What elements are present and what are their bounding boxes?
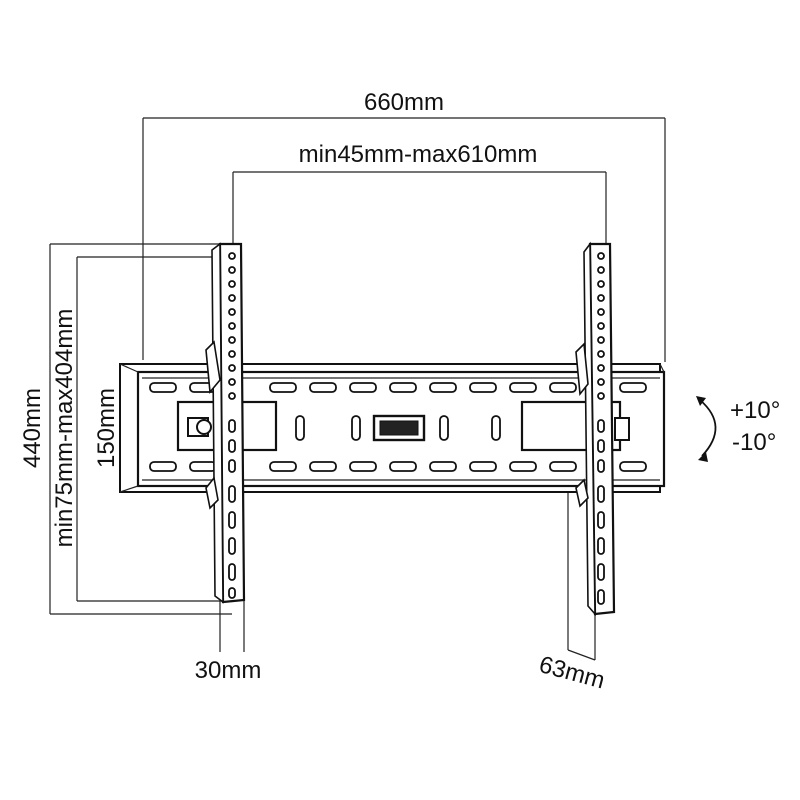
total-height-label: 440mm [19, 388, 46, 468]
depth-label: 63mm [536, 651, 607, 694]
right-lock-knob [614, 417, 630, 441]
arm-width-label: 30mm [195, 657, 262, 684]
top-slot-row [149, 382, 647, 393]
tilt-down-label: -10° [732, 429, 776, 456]
right-mounting-arm [575, 241, 616, 617]
arm-spacing-label: min45mm-max610mm [299, 141, 538, 168]
left-mounting-arm [205, 242, 246, 604]
plate-height-label: 150mm [93, 388, 120, 468]
tilt-arrow-icon [696, 396, 717, 462]
tilt-up-label: +10° [730, 397, 780, 424]
total-width-label: 660mm [364, 89, 444, 116]
arm-hole-range-label: min75mm-max404mm [51, 309, 78, 548]
bottom-slot-row [149, 461, 647, 472]
left-lock-knob [187, 417, 212, 437]
vertical-slots [295, 415, 501, 441]
